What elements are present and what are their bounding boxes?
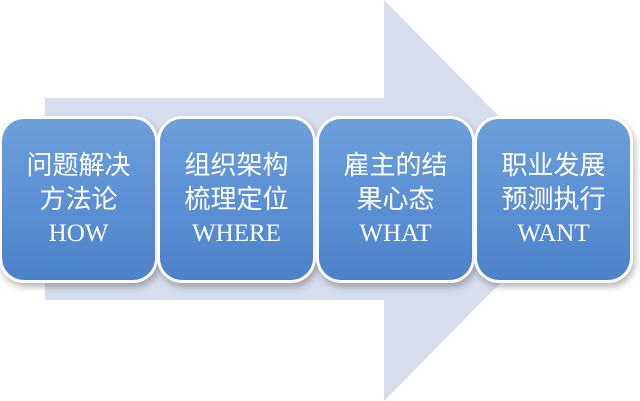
step-title-line1: 雇主的结 [343,150,448,181]
step-box-how: 问题解决 方法论 HOW [2,119,155,280]
step-title-line1: 问题解决 [26,150,131,181]
step-title-line2: 果心态 [356,184,435,215]
step-title-line1: 职业发展 [501,150,606,181]
step-keyword: HOW [48,219,109,247]
step-keyword: WHAT [359,219,432,247]
step-keyword: WHERE [192,219,281,247]
step-title-line2: 方法论 [39,184,118,215]
step-title-line2: 梳理定位 [184,184,289,215]
step-box-what: 雇主的结 果心态 WHAT [319,119,472,280]
step-title-line1: 组织架构 [184,150,289,181]
step-title-line2: 预测执行 [501,184,606,215]
step-box-where: 组织架构 梳理定位 WHERE [160,119,313,280]
arrow-shape [45,0,582,401]
step-box-want: 职业发展 预测执行 WANT [477,119,630,280]
step-keyword: WANT [517,219,590,247]
